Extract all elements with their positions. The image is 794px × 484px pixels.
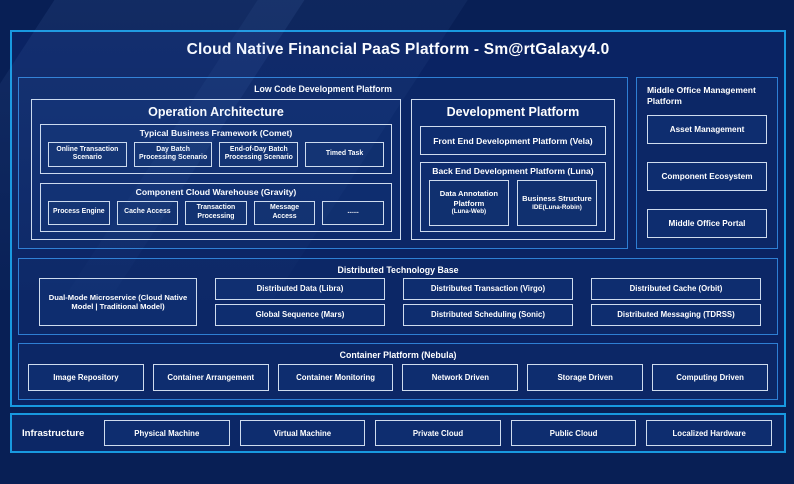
- section-middle-office-management-platform: Middle Office Management Platform Asset …: [636, 77, 778, 249]
- panel-title: Operation Architecture: [148, 105, 284, 119]
- node-front-end-development-platform: Front End Development Platform (Vela): [419, 126, 606, 155]
- node-container-arrangement: Container Arrangement: [152, 364, 269, 391]
- node-distributed-messaging: Distributed Messaging (TDRSS): [591, 304, 761, 326]
- node-cache-access: Cache Access: [116, 200, 179, 225]
- items-row: Process Engine Cache Access Transaction …: [41, 199, 391, 232]
- section-label: Infrastructure: [22, 427, 85, 439]
- items-row: Online Transaction Scenario Day Batch Pr…: [41, 140, 391, 173]
- node-transaction-processing: Transaction Processing: [185, 200, 247, 225]
- section-infrastructure: Infrastructure Physical Machine Virtual …: [10, 413, 786, 453]
- panel-title: Development Platform: [446, 105, 580, 119]
- node-asset-management: Asset Management: [647, 115, 767, 145]
- section-low-code-development-platform: Low Code Development Platform Operation …: [18, 77, 628, 249]
- group-typical-business-framework: Typical Business Framework (Comet) Onlin…: [40, 124, 392, 174]
- node-label: Business Structure: [522, 194, 592, 204]
- node-dual-mode-microservice: Dual-Mode Microservice (Cloud Native Mod…: [39, 278, 197, 326]
- node-image-repository: Image Repository: [28, 364, 144, 391]
- section-label: Low Code Development Platform: [254, 84, 392, 94]
- panel-operation-architecture: Operation Architecture Typical Business …: [31, 99, 401, 240]
- items-row: Data Annotation Platform (Luna-Web) Busi…: [421, 178, 605, 231]
- group-label: Typical Business Framework (Comet): [139, 128, 293, 138]
- node-computing-driven: Computing Driven: [652, 364, 768, 391]
- node-end-of-day-batch-processing-scenario: End-of-Day Batch Processing Scenario: [219, 142, 299, 167]
- node-storage-driven: Storage Driven: [527, 364, 644, 391]
- section-label: Distributed Technology Base: [337, 265, 459, 275]
- group-component-cloud-warehouse: Component Cloud Warehouse (Gravity) Proc…: [40, 182, 392, 232]
- node-process-engine: Process Engine: [48, 200, 110, 225]
- items-grid: Dual-Mode Microservice (Cloud Native Mod…: [19, 275, 777, 326]
- node-business-structure-ide: Business Structure IDE(Luna-Robin): [516, 180, 597, 226]
- node-distributed-transaction: Distributed Transaction (Virgo): [403, 278, 573, 300]
- group-label: Back End Development Platform (Luna): [432, 166, 594, 176]
- node-network-driven: Network Driven: [402, 364, 519, 391]
- node-day-batch-processing-scenario: Day Batch Processing Scenario: [133, 142, 213, 167]
- node-public-cloud: Public Cloud: [510, 420, 637, 446]
- main-frame: Cloud Native Financial PaaS Platform - S…: [10, 30, 786, 407]
- group-back-end-development-platform: Back End Development Platform (Luna) Dat…: [419, 162, 606, 232]
- page-title: Cloud Native Financial PaaS Platform - S…: [186, 41, 610, 58]
- low-code-body: Operation Architecture Typical Business …: [19, 94, 627, 248]
- section-distributed-technology-base: Distributed Technology Base Dual-Mode Mi…: [18, 258, 778, 335]
- node-middle-office-portal: Middle Office Portal: [647, 209, 767, 238]
- node-private-cloud: Private Cloud: [375, 420, 501, 446]
- items-row: Image Repository Container Arrangement C…: [19, 360, 777, 399]
- node-ellipsis: ......: [322, 200, 384, 225]
- node-component-ecosystem: Component Ecosystem: [647, 162, 767, 192]
- top-row: Low Code Development Platform Operation …: [18, 77, 778, 249]
- node-physical-machine: Physical Machine: [104, 420, 230, 446]
- node-online-transaction-scenario: Online Transaction Scenario: [48, 142, 127, 167]
- panel-development-platform: Development Platform Front End Developme…: [410, 99, 615, 240]
- node-timed-task: Timed Task: [305, 142, 384, 167]
- node-distributed-scheduling: Distributed Scheduling (Sonic): [403, 304, 573, 326]
- node-distributed-data: Distributed Data (Libra): [215, 278, 385, 300]
- node-sublabel: IDE(Luna-Robin): [532, 203, 582, 211]
- node-message-access: Message Access: [253, 200, 316, 225]
- node-label: Data Annotation Platform: [439, 189, 499, 208]
- node-container-monitoring: Container Monitoring: [277, 364, 394, 391]
- node-data-annotation-platform: Data Annotation Platform (Luna-Web): [428, 180, 509, 226]
- section-container-platform: Container Platform (Nebula) Image Reposi…: [18, 343, 778, 400]
- group-label: Component Cloud Warehouse (Gravity): [135, 186, 297, 197]
- section-label: Container Platform (Nebula): [339, 350, 457, 360]
- node-distributed-cache: Distributed Cache (Orbit): [591, 278, 761, 300]
- node-sublabel: (Luna-Web): [451, 208, 487, 216]
- node-virtual-machine: Virtual Machine: [239, 420, 366, 446]
- section-label: Middle Office Management Platform: [647, 85, 756, 107]
- node-global-sequence: Global Sequence (Mars): [215, 304, 385, 326]
- node-localized-hardware: Localized Hardware: [646, 420, 772, 446]
- items-column: Asset Management Component Ecosystem Mid…: [647, 115, 767, 238]
